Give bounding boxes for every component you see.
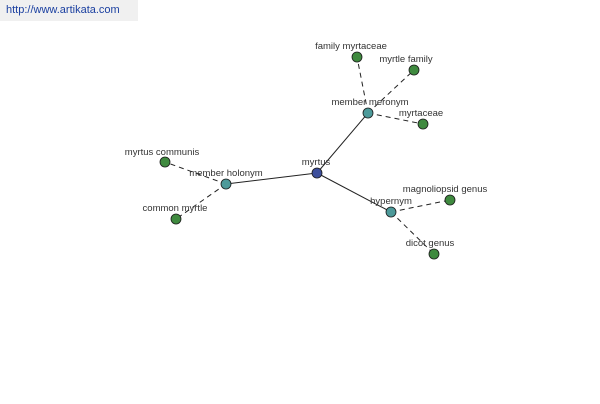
node-myrtus-communis[interactable] bbox=[159, 156, 171, 168]
edge-member-meronym-to-myrtle-family bbox=[367, 69, 415, 114]
labels-layer: myrtus member meronym member holonym hypern… bbox=[125, 41, 488, 249]
node-label-common-myrtle: common myrtle bbox=[143, 203, 208, 214]
watermark-link[interactable]: http://www.artikata.com bbox=[6, 4, 120, 16]
edge-hypernym-to-magnoliopsid-genus bbox=[390, 199, 451, 213]
node-label-member-meronym: member meronym bbox=[331, 97, 408, 108]
node-myrtus[interactable] bbox=[311, 167, 323, 179]
edge-member-meronym-to-family-myrtaceae bbox=[356, 56, 369, 114]
node-label-myrtle-family: myrtle family bbox=[379, 54, 433, 65]
edges-layer bbox=[164, 56, 451, 255]
watermark-bar: http://www.artikata.com bbox=[0, 0, 138, 21]
node-hypernym[interactable] bbox=[385, 206, 397, 218]
edge-myrtus-to-member-holonym bbox=[225, 172, 318, 185]
node-myrtaceae[interactable] bbox=[417, 118, 429, 130]
node-magnoliopsid-genus[interactable] bbox=[444, 194, 456, 206]
node-common-myrtle[interactable] bbox=[170, 213, 182, 225]
node-label-myrtus-communis: myrtus communis bbox=[125, 147, 200, 158]
edge-member-meronym-to-myrtaceae bbox=[367, 112, 424, 125]
node-member-meronym[interactable] bbox=[362, 107, 374, 119]
node-member-holonym[interactable] bbox=[220, 178, 232, 190]
edge-member-holonym-to-myrtus-communis bbox=[164, 161, 227, 185]
nodes-layer bbox=[159, 51, 456, 260]
edge-myrtus-to-member-meronym bbox=[316, 112, 369, 174]
edge-hypernym-to-dicot-genus bbox=[390, 211, 435, 255]
node-label-member-holonym: member holonym bbox=[189, 168, 262, 179]
edge-member-holonym-to-common-myrtle bbox=[175, 183, 227, 220]
node-label-myrtus: myrtus bbox=[302, 157, 331, 168]
node-dicot-genus[interactable] bbox=[428, 248, 440, 260]
node-myrtle-family[interactable] bbox=[408, 64, 420, 76]
node-label-family-myrtaceae: family myrtaceae bbox=[315, 41, 387, 52]
edge-myrtus-to-hypernym bbox=[316, 172, 392, 213]
node-family-myrtaceae[interactable] bbox=[351, 51, 363, 63]
node-label-hypernym: hypernym bbox=[370, 196, 412, 207]
node-label-dicot-genus: dicot genus bbox=[406, 238, 455, 249]
node-label-magnoliopsid-genus: magnoliopsid genus bbox=[403, 184, 488, 195]
node-label-myrtaceae: myrtaceae bbox=[399, 108, 443, 119]
